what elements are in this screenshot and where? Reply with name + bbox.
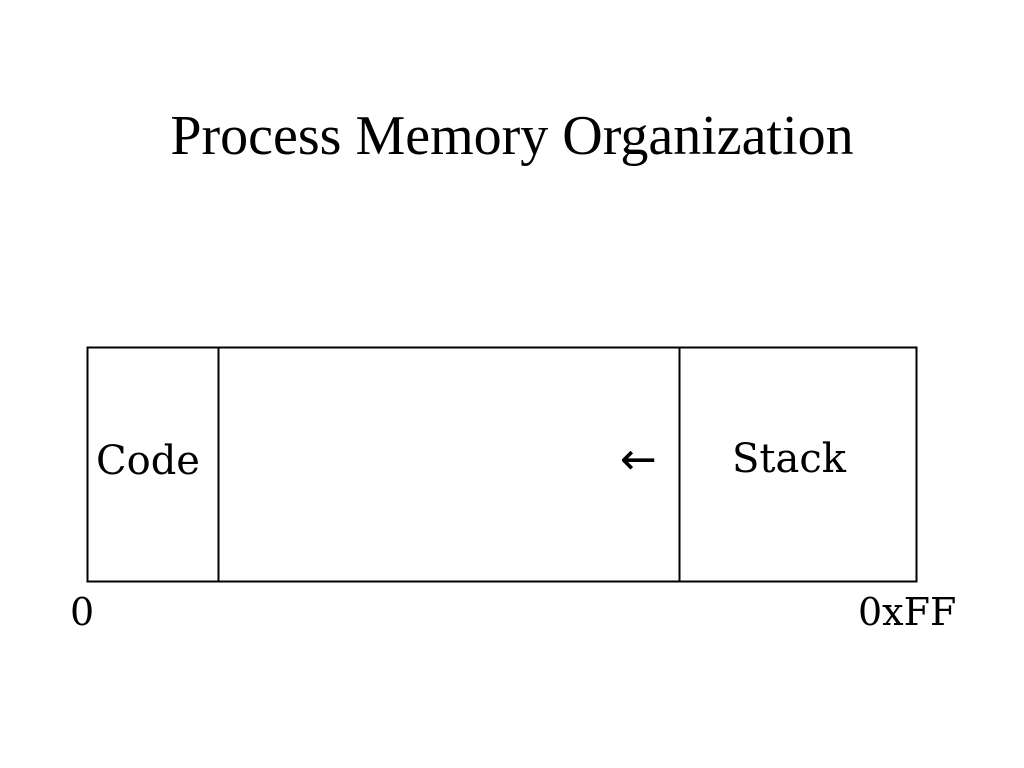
code-segment-label: Code [96,438,200,484]
address-end-label: 0xFF [858,590,957,634]
stack-segment-label: Stack [732,436,846,482]
slide-title: Process Memory Organization [170,105,854,167]
address-start-label: 0 [70,590,95,634]
memory-outline [86,346,918,583]
stack-growth-arrow: ← [620,434,657,485]
